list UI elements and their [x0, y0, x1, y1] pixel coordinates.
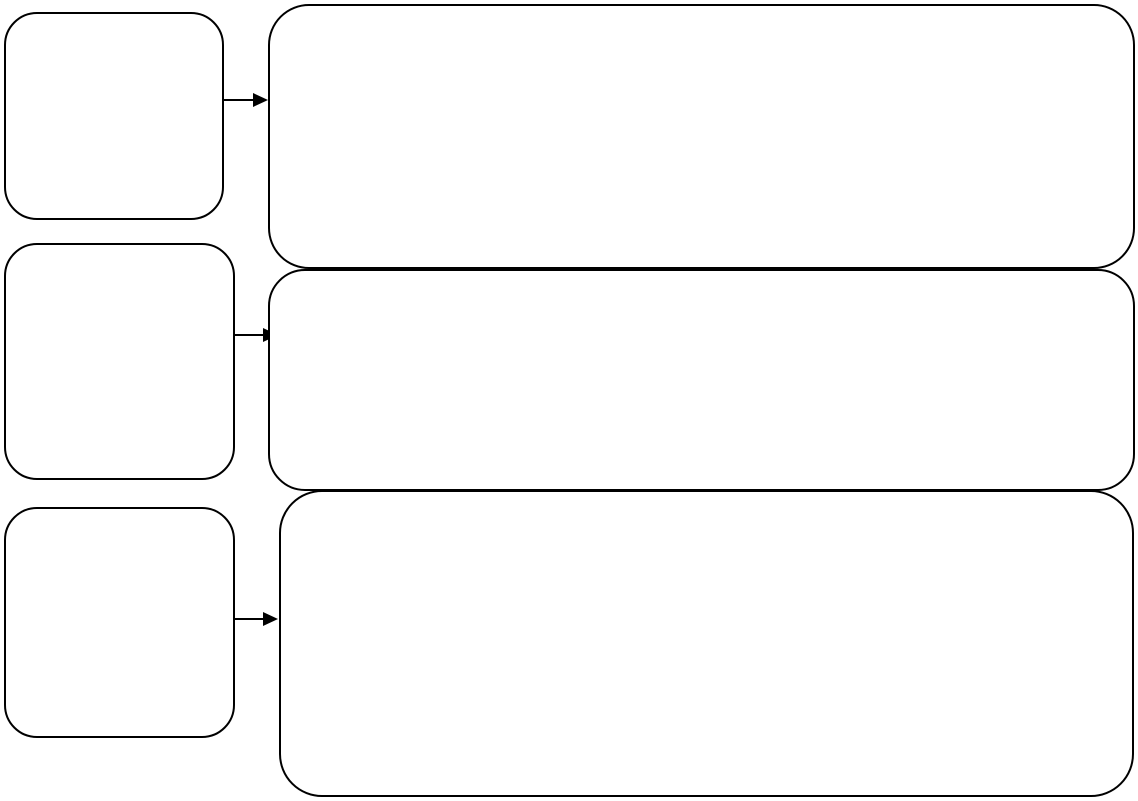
source-box-2 [4, 243, 235, 480]
target-box-3 [279, 490, 1134, 797]
diagram-row-1 [4, 4, 1135, 269]
target-box-1 [268, 4, 1135, 269]
diagram-row-3 [4, 490, 1134, 797]
source-box-3 [4, 507, 235, 738]
diagram-row-2 [4, 243, 1135, 491]
arrow-1-head [253, 93, 268, 107]
target-box-2 [268, 269, 1135, 491]
arrow-3-head [263, 612, 278, 626]
source-box-1 [4, 12, 224, 220]
